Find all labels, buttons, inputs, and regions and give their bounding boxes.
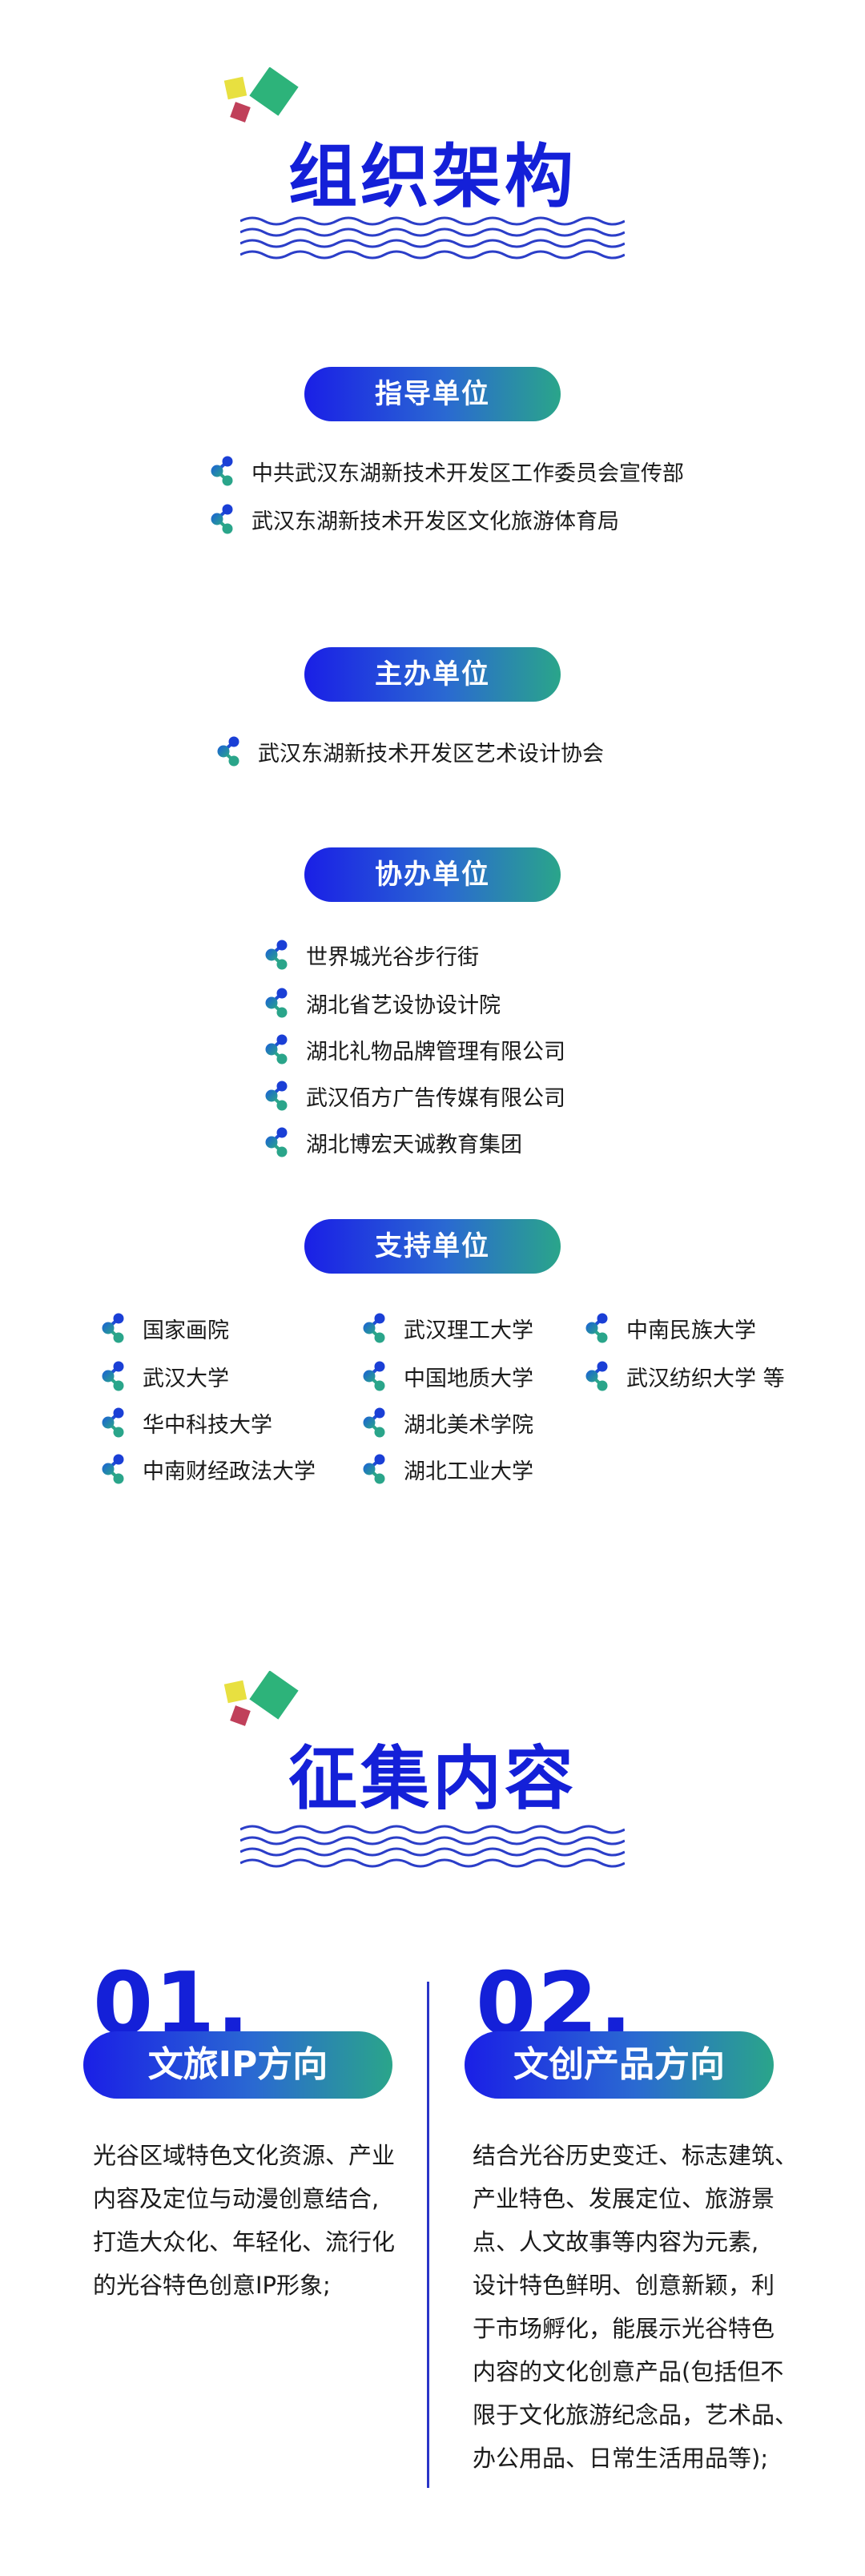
list-item: 世界城光谷步行街 bbox=[264, 937, 479, 972]
list-item: 湖北礼物品牌管理有限公司 bbox=[264, 1032, 565, 1067]
node-bullet-icon bbox=[101, 1360, 125, 1392]
node-bullet-icon bbox=[101, 1312, 125, 1344]
description-line: 于市场孵化，能展示光谷特色 bbox=[473, 2315, 775, 2342]
description-line: 限于文化旅游纪念品，艺术品、 bbox=[473, 2401, 799, 2429]
direction-2-description: 结合光谷历史变迁、标志建筑、 产业特色、发展定位、旅游景 点、人文故事等内容为元… bbox=[473, 2134, 841, 2480]
node-bullet-icon bbox=[585, 1360, 609, 1392]
list-item: 华中科技大学 bbox=[101, 1405, 272, 1440]
list-item-label: 武汉东湖新技术开发区文化旅游体育局 bbox=[251, 509, 619, 534]
node-bullet-icon bbox=[216, 735, 240, 767]
direction-2-header: 文创产品方向 bbox=[465, 2031, 774, 2099]
node-bullet-icon bbox=[264, 1080, 288, 1112]
column-divider bbox=[427, 1982, 429, 2488]
list-item: 中国地质大学 bbox=[362, 1358, 533, 1394]
list-item-label: 国家画院 bbox=[143, 1318, 229, 1343]
list-item-label: 湖北工业大学 bbox=[404, 1459, 533, 1484]
support-unit-header: 支持单位 bbox=[304, 1219, 561, 1274]
list-item-label: 湖北美术学院 bbox=[404, 1412, 533, 1438]
list-item-label: 武汉纺织大学 等 bbox=[626, 1366, 785, 1391]
list-item: 武汉东湖新技术开发区艺术设计协会 bbox=[216, 734, 604, 769]
node-bullet-icon bbox=[362, 1312, 386, 1344]
description-line: 办公用品、日常生活用品等); bbox=[473, 2445, 769, 2472]
list-item-label: 湖北博宏天诚教育集团 bbox=[306, 1132, 522, 1157]
list-item-label: 中南财经政法大学 bbox=[143, 1459, 316, 1484]
list-item-label: 武汉理工大学 bbox=[404, 1318, 533, 1343]
direction-1-header: 文旅IP方向 bbox=[83, 2031, 392, 2099]
node-bullet-icon bbox=[101, 1407, 125, 1439]
node-bullet-icon bbox=[264, 987, 288, 1019]
guide-unit-header: 指导单位 bbox=[304, 367, 561, 421]
list-item: 湖北博宏天诚教育集团 bbox=[264, 1125, 522, 1160]
list-item-label: 湖北礼物品牌管理有限公司 bbox=[306, 1039, 565, 1065]
description-line: 内容的文化创意产品(包括但不 bbox=[473, 2358, 784, 2385]
list-item: 中共武汉东湖新技术开发区工作委员会宣传部 bbox=[210, 453, 684, 489]
node-bullet-icon bbox=[264, 939, 288, 971]
list-item-label: 中南民族大学 bbox=[626, 1318, 756, 1343]
list-item: 武汉大学 bbox=[101, 1358, 229, 1394]
co-organizer-header: 协办单位 bbox=[304, 847, 561, 902]
node-bullet-icon bbox=[362, 1453, 386, 1485]
list-item: 国家画院 bbox=[101, 1310, 229, 1346]
list-item-label: 中共武汉东湖新技术开发区工作委员会宣传部 bbox=[251, 461, 684, 486]
description-line: 光谷区域特色文化资源、产业 bbox=[93, 2142, 396, 2169]
wave-divider-icon bbox=[240, 1823, 625, 1868]
node-bullet-icon bbox=[362, 1407, 386, 1439]
node-bullet-icon bbox=[264, 1126, 288, 1158]
direction-1-description: 光谷区域特色文化资源、产业 内容及定位与动漫创意结合, 打造大众化、年轻化、流行… bbox=[93, 2134, 413, 2307]
wave-divider-icon bbox=[240, 215, 625, 260]
list-item: 武汉东湖新技术开发区文化旅游体育局 bbox=[210, 501, 619, 537]
list-item: 湖北美术学院 bbox=[362, 1405, 533, 1440]
list-item-label: 中国地质大学 bbox=[404, 1366, 533, 1391]
node-bullet-icon bbox=[101, 1453, 125, 1485]
list-item-label: 武汉佰方广告传媒有限公司 bbox=[306, 1085, 565, 1111]
list-item: 武汉理工大学 bbox=[362, 1310, 533, 1346]
list-item: 武汉纺织大学 等 bbox=[585, 1358, 785, 1394]
node-bullet-icon bbox=[210, 455, 234, 487]
node-bullet-icon bbox=[585, 1312, 609, 1344]
content-section-title: 征集内容 bbox=[288, 1739, 577, 1819]
list-item: 湖北工业大学 bbox=[362, 1451, 533, 1487]
description-line: 内容及定位与动漫创意结合, bbox=[93, 2185, 380, 2212]
list-item: 中南民族大学 bbox=[585, 1310, 756, 1346]
org-section-title: 组织架构 bbox=[288, 137, 577, 217]
description-line: 结合光谷历史变迁、标志建筑、 bbox=[473, 2142, 799, 2169]
list-item-label: 武汉东湖新技术开发区艺术设计协会 bbox=[258, 741, 604, 767]
description-line: 的光谷特色创意IP形象; bbox=[93, 2272, 331, 2299]
description-line: 设计特色鲜明、创意新颖，利 bbox=[473, 2272, 775, 2299]
list-item-label: 华中科技大学 bbox=[143, 1412, 272, 1438]
description-line: 点、人文故事等内容为元素, bbox=[473, 2228, 759, 2256]
node-bullet-icon bbox=[264, 1033, 288, 1065]
host-unit-header: 主办单位 bbox=[304, 647, 561, 702]
list-item-label: 湖北省艺设协设计院 bbox=[306, 992, 501, 1018]
node-bullet-icon bbox=[362, 1360, 386, 1392]
list-item: 武汉佰方广告传媒有限公司 bbox=[264, 1078, 565, 1113]
description-line: 产业特色、发展定位、旅游景 bbox=[473, 2185, 775, 2212]
description-line: 打造大众化、年轻化、流行化 bbox=[93, 2228, 396, 2256]
list-item: 湖北省艺设协设计院 bbox=[264, 985, 501, 1020]
list-item-label: 武汉大学 bbox=[143, 1366, 229, 1391]
list-item: 中南财经政法大学 bbox=[101, 1451, 316, 1487]
list-item-label: 世界城光谷步行街 bbox=[306, 944, 479, 970]
node-bullet-icon bbox=[210, 503, 234, 535]
